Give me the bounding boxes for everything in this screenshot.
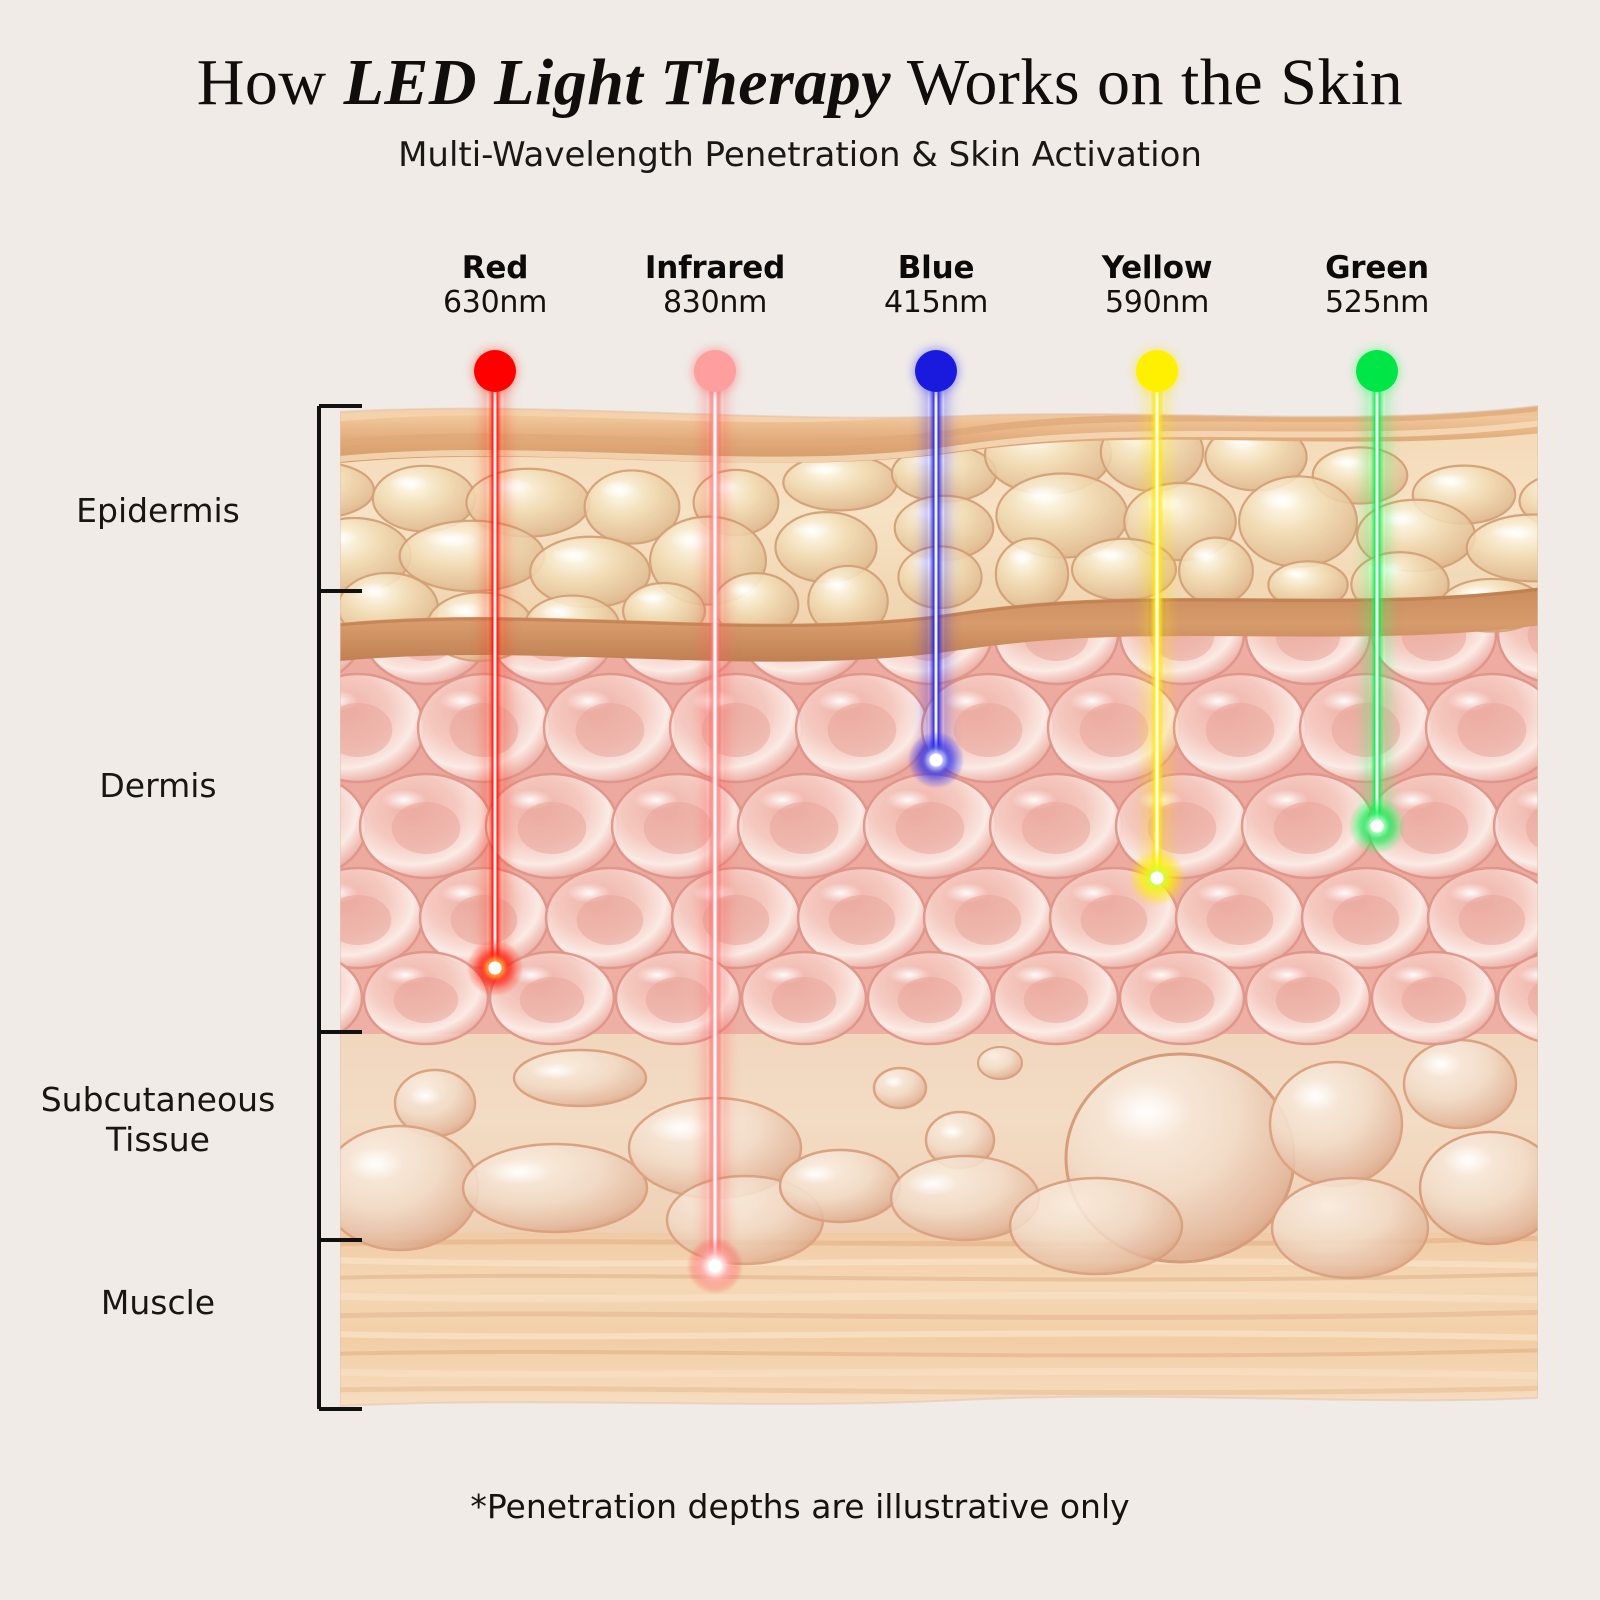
- title-emphasis: LED Light Therapy: [343, 46, 892, 119]
- page-title: How LED Light Therapy Works on the Skin: [0, 0, 1600, 117]
- legend-name: Blue: [897, 250, 975, 286]
- legend-name: Red: [461, 250, 529, 286]
- title-prefix: How: [196, 46, 344, 119]
- layer-label-line: Tissue: [106, 1120, 210, 1159]
- page-subtitle: Multi-Wavelength Penetration & Skin Acti…: [398, 135, 1202, 176]
- legend-wavelength: 630nm: [443, 284, 547, 320]
- legend-name: Green: [1325, 250, 1429, 286]
- legend-name: Yellow: [1101, 250, 1213, 286]
- skin-cross-section-illustration: [340, 398, 1538, 1412]
- footnote: *Penetration depths are illustrative onl…: [470, 1487, 1130, 1526]
- layer-label-line: Subcutaneous: [40, 1079, 276, 1119]
- layer-label-line: Epidermis: [76, 490, 240, 530]
- layer-label-line: Dermis: [99, 765, 217, 805]
- legend-name: Infrared: [644, 250, 786, 286]
- title-suffix: Works on the Skin: [891, 46, 1404, 119]
- layer-label-muscle: Muscle: [8, 1283, 308, 1323]
- header: How LED Light Therapy Works on the Skin …: [0, 0, 1600, 175]
- layer-label-epidermis: Epidermis: [8, 491, 308, 531]
- legend-wavelength: 830nm: [663, 284, 767, 320]
- layer-label-dermis: Dermis: [8, 766, 308, 806]
- layer-label-line: Muscle: [100, 1282, 216, 1322]
- legend-wavelength: 525nm: [1325, 284, 1429, 320]
- legend-wavelength: 590nm: [1105, 284, 1209, 320]
- legend-wavelength: 415nm: [884, 284, 988, 320]
